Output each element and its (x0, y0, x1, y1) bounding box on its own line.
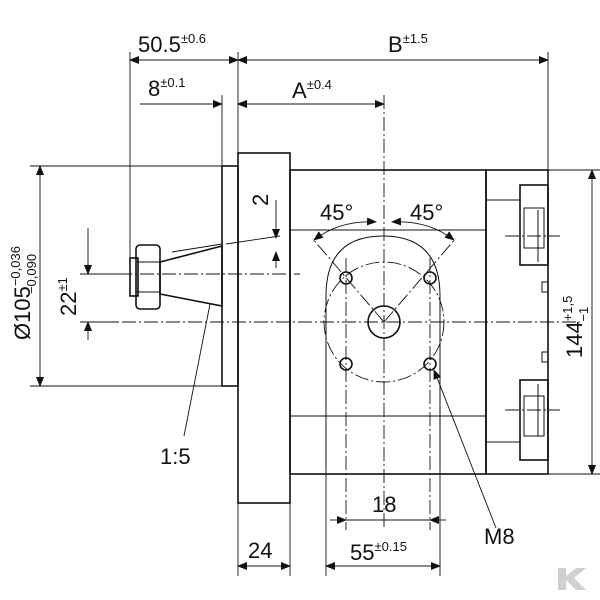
rear-boss-top (519, 184, 549, 266)
label-angle-left: 45° (320, 200, 353, 225)
shaft-nut (135, 244, 161, 310)
label-24: 24 (248, 538, 272, 563)
label-dia-105: Ø105−0,036−0,090 (8, 246, 39, 340)
shaft-thread-end (129, 257, 139, 297)
label-2: 2 (248, 194, 273, 206)
port-face (325, 235, 441, 468)
rear-cover (485, 169, 549, 475)
label-50-5: 50.5±0.6 (138, 31, 206, 57)
dimension-lines (36, 56, 596, 570)
label-B: B±1.5 (388, 31, 428, 57)
rear-boss-bottom (519, 379, 549, 461)
label-144: 144+1,5−1 (560, 296, 591, 358)
label-A: A±0.4 (292, 77, 332, 103)
label-M8: M8 (484, 524, 515, 549)
flange-spigot (221, 165, 239, 387)
label-angle-right: 45° (410, 200, 443, 225)
brand-logo-icon (558, 568, 586, 590)
label-8: 8±0.1 (148, 75, 185, 101)
dimension-labels: 50.5±0.6 B±1.5 8±0.1 A±0.4 45° 45° 2 22±… (8, 31, 591, 565)
center-lines (100, 95, 580, 530)
label-22: 22±1 (55, 277, 81, 316)
label-18: 18 (372, 492, 396, 517)
extension-lines (30, 52, 600, 576)
shaft-assembly (129, 243, 223, 310)
tapered-shaft (159, 244, 223, 307)
label-taper: 1:5 (160, 444, 191, 469)
label-55: 55±0.15 (350, 539, 407, 565)
